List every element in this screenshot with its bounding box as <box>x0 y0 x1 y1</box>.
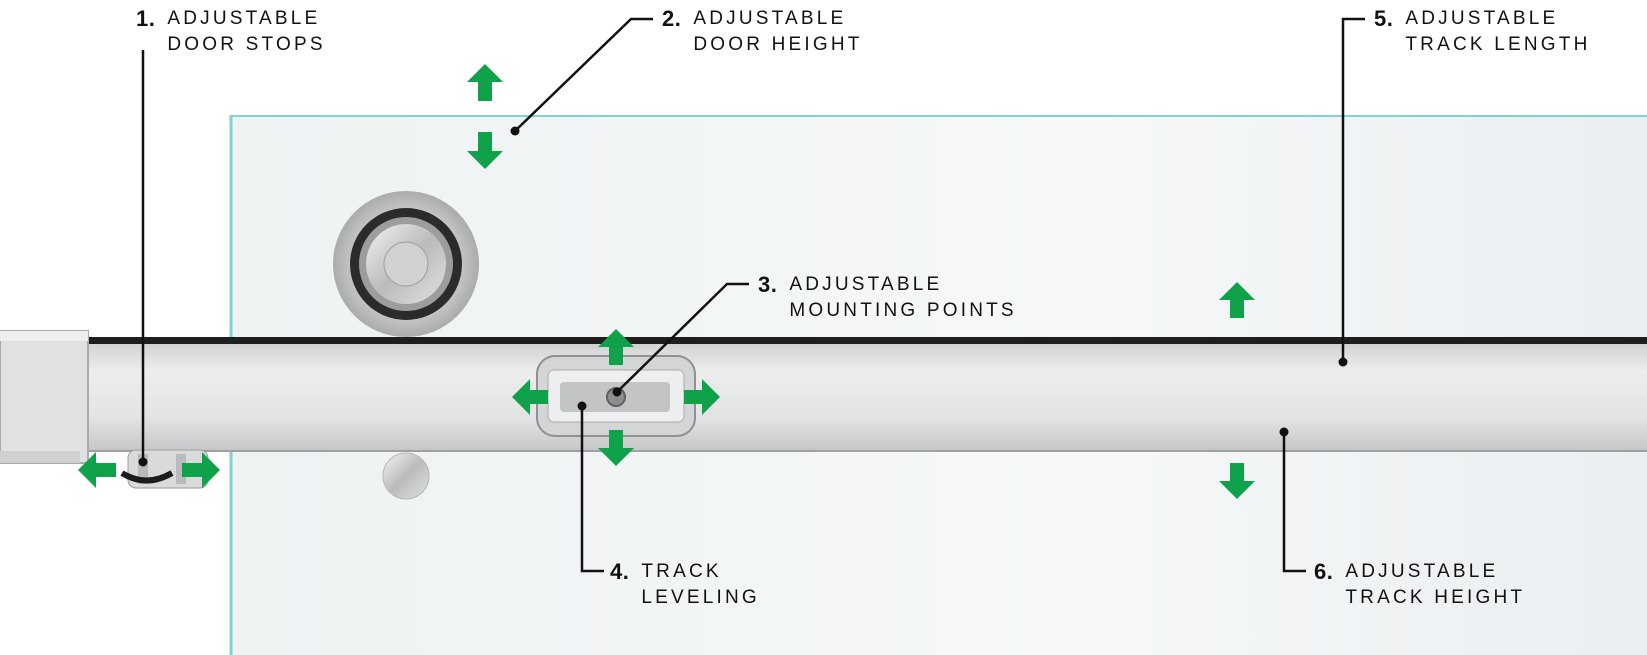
callout-label: ADJUSTABLE DOOR HEIGHT <box>693 6 862 58</box>
leader-dot-2 <box>510 126 520 136</box>
callout-number: 2. <box>662 6 682 31</box>
arrow-up-icon <box>1219 282 1255 318</box>
callout-label: ADJUSTABLE MOUNTING POINTS <box>789 272 1016 324</box>
callout-line: MOUNTING POINTS <box>789 300 1017 321</box>
leader-dot-5 <box>1338 357 1348 367</box>
adjustment-arrows <box>78 64 1255 499</box>
callout-number: 6. <box>1314 559 1334 584</box>
door-stop <box>120 449 209 489</box>
callout-line: DOOR HEIGHT <box>693 34 863 55</box>
callout-line: ADJUSTABLE <box>1345 561 1499 582</box>
callout-5: 5. ADJUSTABLE TRACK LENGTH <box>1374 6 1591 58</box>
callout-number: 4. <box>610 559 630 584</box>
guide-pin <box>382 452 430 500</box>
arrow-right-icon <box>182 452 220 488</box>
callout-line: ADJUSTABLE <box>167 8 321 29</box>
callout-number: 1. <box>136 6 156 31</box>
roller-wheel <box>333 191 479 337</box>
callout-line: ADJUSTABLE <box>1405 8 1559 29</box>
wall-bracket <box>0 330 89 464</box>
leader-dot-1 <box>138 457 148 467</box>
arrow-down-icon <box>598 430 634 466</box>
callout-number: 5. <box>1374 6 1394 31</box>
leader-lines <box>141 17 1365 573</box>
leader-endpoints <box>138 126 1348 467</box>
callout-line: ADJUSTABLE <box>693 8 847 29</box>
arrow-up-icon <box>467 64 503 101</box>
arrow-left-icon <box>512 379 548 415</box>
leader-line-3 <box>616 282 749 393</box>
leader-line-4 <box>580 406 604 573</box>
callout-1: 1. ADJUSTABLE DOOR STOPS <box>136 6 326 58</box>
callout-line: DOOR STOPS <box>167 34 326 55</box>
callout-label: TRACK LEVELING <box>641 559 760 611</box>
leader-dot-6 <box>1279 427 1289 437</box>
callout-number: 3. <box>758 272 778 297</box>
arrow-right-icon <box>684 379 720 415</box>
callout-label: ADJUSTABLE DOOR STOPS <box>167 6 325 58</box>
callout-label: ADJUSTABLE TRACK LENGTH <box>1405 6 1590 58</box>
leader-line-2 <box>514 17 653 132</box>
track-rail <box>0 337 1647 452</box>
arrow-up-icon <box>598 329 634 365</box>
leader-line-6 <box>1282 432 1306 573</box>
callout-line: TRACK LENGTH <box>1405 34 1591 55</box>
arrow-down-icon <box>467 132 503 169</box>
callout-3: 3. ADJUSTABLE MOUNTING POINTS <box>758 272 1017 324</box>
callout-6: 6. ADJUSTABLE TRACK HEIGHT <box>1314 559 1525 611</box>
callout-line: LEVELING <box>641 587 760 608</box>
callout-line: TRACK <box>641 561 722 582</box>
leader-line-5 <box>1341 17 1365 362</box>
leader-dot-3 <box>612 387 622 397</box>
callout-label: ADJUSTABLE TRACK HEIGHT <box>1345 559 1525 611</box>
leader-dot-4 <box>577 401 587 411</box>
callout-4: 4. TRACK LEVELING <box>610 559 760 611</box>
arrow-left-icon <box>78 452 116 488</box>
callout-line: TRACK HEIGHT <box>1345 587 1526 608</box>
callout-line: ADJUSTABLE <box>789 274 943 295</box>
arrow-down-icon <box>1219 463 1255 499</box>
callout-2: 2. ADJUSTABLE DOOR HEIGHT <box>662 6 863 58</box>
